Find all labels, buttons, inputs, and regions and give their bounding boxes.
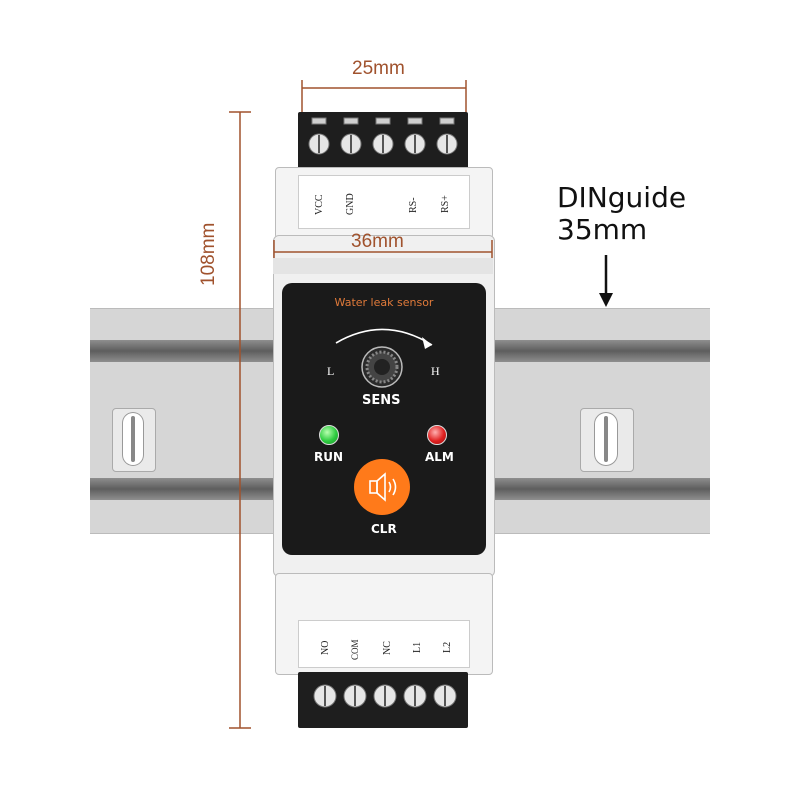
run-led xyxy=(319,425,339,445)
sens-label: SENS xyxy=(362,393,401,408)
terminal-label-l2: L2 xyxy=(442,641,453,653)
din-rail-label: DINguide 35mm xyxy=(557,182,686,246)
knob-label-high: H xyxy=(431,364,440,378)
sens-knob-area xyxy=(335,328,433,388)
clear-label: CLR xyxy=(371,522,397,536)
terminal-label-gnd: GND xyxy=(345,193,356,215)
speaker-icon xyxy=(369,472,397,502)
arrow-icon xyxy=(422,337,432,349)
terminal-label-nc: NC xyxy=(382,641,393,655)
bottom-screws xyxy=(313,684,457,708)
terminal-label-rs-minus: RS- xyxy=(408,197,419,213)
knob-label-low: L xyxy=(327,364,335,378)
dimension-top-width-label: 25mm xyxy=(352,58,405,79)
din-rail-label-line1: DINguide xyxy=(557,181,687,214)
dimension-front-width-label: 36mm xyxy=(351,231,404,252)
terminal-label-vcc: VCC xyxy=(314,194,325,215)
alarm-label: ALM xyxy=(425,450,454,464)
terminal-label-rs-plus: RS+ xyxy=(440,195,451,213)
run-label: RUN xyxy=(314,450,344,464)
terminal-label-no: NO xyxy=(320,640,331,655)
down-arrow-icon xyxy=(599,255,613,307)
dimension-height-label: 108mm xyxy=(198,222,219,286)
top-screws xyxy=(308,117,458,155)
dimension-front-width xyxy=(273,240,493,258)
dimension-top-width xyxy=(301,80,467,112)
dimension-height xyxy=(229,111,251,729)
din-rail-label-line2: 35mm xyxy=(557,213,648,246)
sens-knob[interactable] xyxy=(361,346,403,388)
terminal-label-com: COM xyxy=(350,639,360,660)
panel-title: Water leak sensor xyxy=(334,296,434,309)
clear-button[interactable] xyxy=(354,459,410,515)
terminal-label-l1: L1 xyxy=(412,641,423,653)
alarm-led xyxy=(427,425,447,445)
